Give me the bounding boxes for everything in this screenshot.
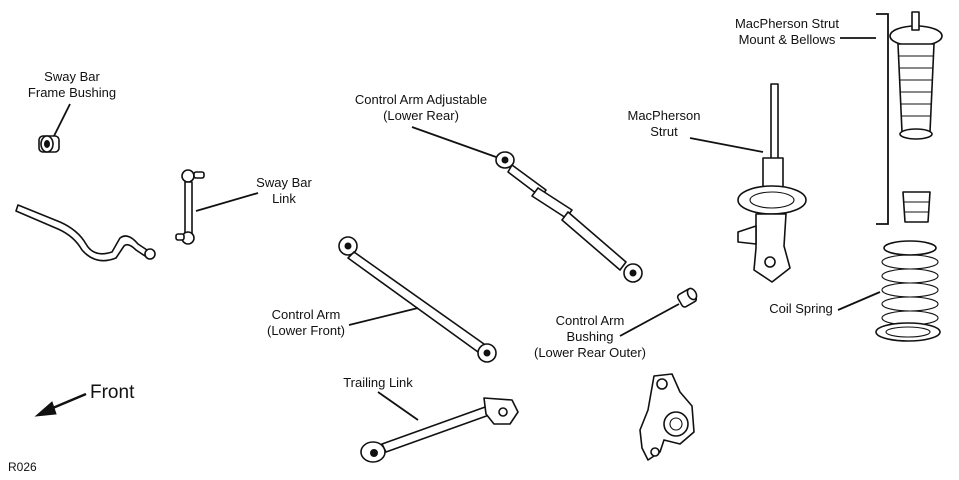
front-label: Front [90,382,135,403]
bracket-strut-mount [876,13,889,225]
label-control-arm-adjustable: Control Arm Adjustable (Lower Rear) [354,92,488,123]
leader-trailing-link [377,391,419,421]
front-arrow-icon [34,392,87,417]
leader-control-arm-lower-front [348,307,419,326]
coil-spring [875,240,941,342]
label-sway-bar-frame-bushing: Sway Bar Frame Bushing [27,69,117,100]
leader-control-arm-bushing [619,303,680,337]
leader-coil-spring [837,291,881,311]
sway-bar [15,204,156,262]
leader-sway-bar-link [195,192,259,212]
figure-code: R026 [8,460,37,474]
trailing-link [360,397,519,463]
sway-bar-frame-bushing [38,135,60,153]
leader-macpherson-strut [689,137,764,153]
macpherson-strut [737,83,807,283]
label-coil-spring: Coil Spring [769,301,833,316]
sway-bar-link [175,169,205,245]
leader-sway-bar-bushing [53,103,71,137]
label-trailing-link: Trailing Link [343,375,413,390]
control-arm-bushing [676,287,698,308]
control-arm-adjustable [495,151,643,283]
strut-mount-bellows [889,11,943,223]
label-macpherson-strut: MacPherson Strut [627,108,701,139]
label-control-arm-bushing: Control Arm Bushing (Lower Rear Outer) [534,313,646,360]
label-sway-bar-link: Sway Bar Link [256,175,312,206]
leader-control-arm-adjustable [411,126,497,158]
label-control-arm-lower-front: Control Arm (Lower Front) [266,307,346,338]
knuckle [639,373,695,461]
control-arm-lower-front [338,236,497,363]
label-strut-mount-bellows: MacPherson Strut Mount & Bellows [734,16,840,47]
